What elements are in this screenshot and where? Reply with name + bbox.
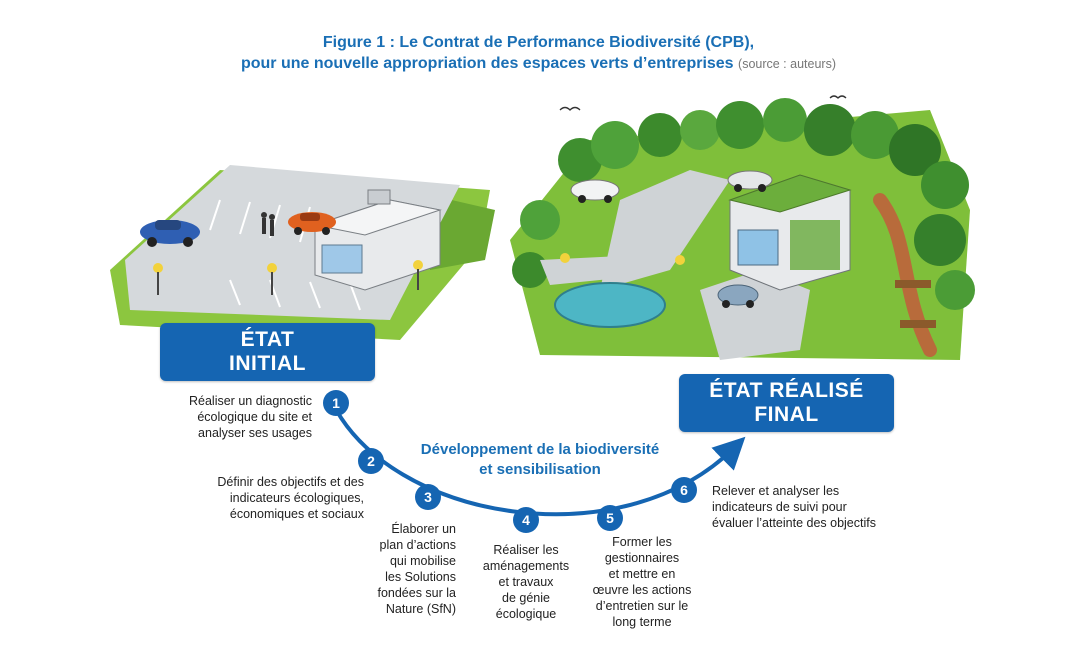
step-4-line-4: de génie xyxy=(502,591,550,605)
step-1-line-2: écologique du site et xyxy=(197,410,312,424)
state-final-line-2: FINAL xyxy=(754,403,819,426)
street-lamp-icons xyxy=(153,260,423,295)
step-2-line-1: Définir des objectifs et des xyxy=(217,475,364,489)
step-1-line-3: analyser ses usages xyxy=(198,426,312,440)
bird-icons xyxy=(559,95,847,111)
step-label-4: Réaliser les aménagements et travaux de … xyxy=(471,542,581,622)
step-circle-1: 1 xyxy=(323,390,349,416)
state-initial-line-2: INITIAL xyxy=(229,352,306,375)
step-4-line-2: aménagements xyxy=(482,559,570,573)
step-number-1: 1 xyxy=(332,395,340,411)
step-5-line-6: long terme xyxy=(612,615,672,629)
step-5-line-3: et mettre en xyxy=(608,567,676,581)
state-final-line-1: ÉTAT RÉALISÉ xyxy=(709,379,864,402)
step-number-3: 3 xyxy=(424,489,432,505)
title-line-1: Figure 1 : Le Contrat de Performance Bio… xyxy=(322,34,755,51)
step-6-line-1: Relever et analyser les xyxy=(712,484,840,498)
picnic-table-icons xyxy=(895,280,936,328)
step-3-line-3: qui mobilise xyxy=(389,554,456,568)
step-label-1: Réaliser un diagnostic écologique du sit… xyxy=(160,393,312,441)
step-circle-5: 5 xyxy=(597,505,623,531)
step-5-line-4: œuvre les actions xyxy=(592,583,692,597)
step-label-5: Former les gestionnaires et mettre en œu… xyxy=(575,534,709,630)
pond xyxy=(554,282,666,328)
tree-icons xyxy=(512,98,975,310)
title-source: (source : auteurs) xyxy=(738,57,836,71)
grey-car-icon xyxy=(727,170,773,192)
initial-scene-illustration xyxy=(110,165,495,340)
step-3-line-1: Élaborer un xyxy=(391,522,456,536)
blue-grey-car-icon xyxy=(717,284,759,308)
step-3-line-6: Nature (SfN) xyxy=(385,602,456,616)
orange-car-icon xyxy=(288,212,336,235)
step-number-6: 6 xyxy=(680,482,688,498)
step-label-2: Définir des objectifs et des indicateurs… xyxy=(180,474,364,522)
step-3-line-4: les Solutions xyxy=(385,570,456,584)
step-4-line-3: et travaux xyxy=(498,575,554,589)
step-3-line-5: fondées sur la xyxy=(377,586,456,600)
final-lamp-icons xyxy=(560,253,685,265)
title-line-2: pour une nouvelle appropriation des espa… xyxy=(0,53,1077,75)
step-circle-4: 4 xyxy=(513,507,539,533)
center-label-line-2: et sensibilisation xyxy=(479,461,601,478)
step-4-line-1: Réaliser les xyxy=(493,543,559,557)
blue-car-icon xyxy=(140,220,200,247)
step-circle-3: 3 xyxy=(415,484,441,510)
step-number-4: 4 xyxy=(522,512,530,528)
step-3-line-2: plan d’actions xyxy=(379,538,456,552)
step-2-line-3: économiques et sociaux xyxy=(229,507,364,521)
center-label: Développement de la biodiversité et sens… xyxy=(395,440,685,480)
step-5-line-1: Former les xyxy=(612,535,672,549)
state-initial-box: ÉTAT INITIAL xyxy=(160,323,375,381)
title-line-2-text: pour une nouvelle appropriation des espa… xyxy=(240,55,734,72)
step-label-6: Relever et analyser les indicateurs de s… xyxy=(712,483,912,531)
step-6-line-3: évaluer l’atteinte des objectifs xyxy=(712,516,876,530)
people-icons xyxy=(261,212,275,236)
step-circle-2: 2 xyxy=(358,448,384,474)
state-initial-line-1: ÉTAT xyxy=(240,328,295,351)
step-2-line-2: indicateurs écologiques, xyxy=(229,491,364,505)
step-number-2: 2 xyxy=(367,453,375,469)
figure-title: Figure 1 : Le Contrat de Performance Bio… xyxy=(0,32,1077,75)
step-label-3: Élaborer un plan d’actions qui mobilise … xyxy=(350,521,456,617)
step-5-line-5: d’entretien sur le xyxy=(595,599,689,613)
final-scene-illustration xyxy=(510,95,975,360)
step-number-5: 5 xyxy=(606,510,614,526)
step-1-line-1: Réaliser un diagnostic xyxy=(189,394,312,408)
state-final-box: ÉTAT RÉALISÉ FINAL xyxy=(679,374,894,432)
white-car-icon xyxy=(570,179,620,203)
center-label-line-1: Développement de la biodiversité xyxy=(420,441,660,458)
step-4-line-5: écologique xyxy=(495,607,557,621)
step-6-line-2: indicateurs de suivi pour xyxy=(712,500,847,514)
step-5-line-2: gestionnaires xyxy=(604,551,680,565)
step-circle-6: 6 xyxy=(671,477,697,503)
